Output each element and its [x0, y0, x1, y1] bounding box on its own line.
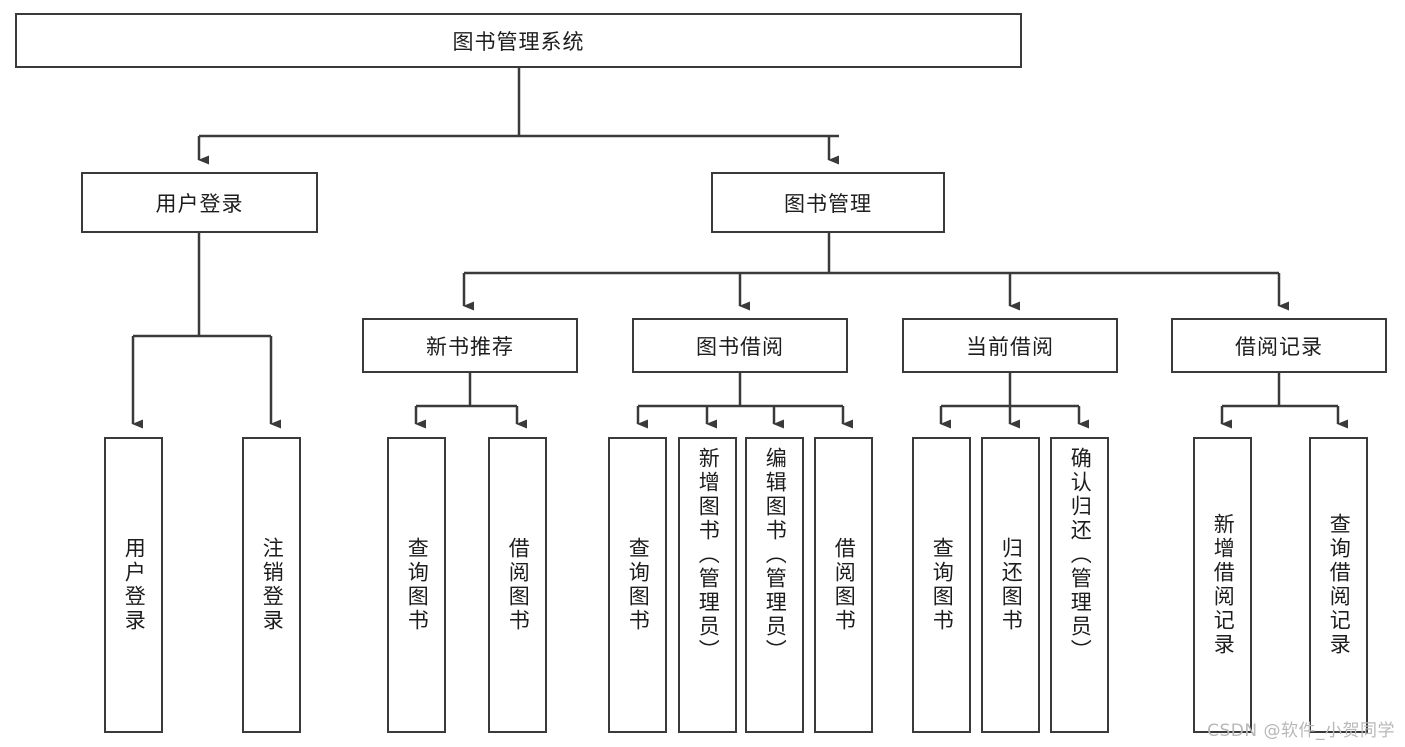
leaf-new-book-query[interactable]: 查询图书 — [387, 437, 446, 733]
leaf-book-borrow-edit[interactable]: 编辑图书（管理员） — [745, 437, 804, 733]
node-label: 确认归还（管理员） — [1068, 447, 1093, 663]
node-label: 注销登录 — [260, 537, 285, 633]
leaf-current-borrow-query[interactable]: 查询图书 — [912, 437, 971, 733]
node-book-management[interactable]: 图书管理 — [711, 172, 945, 233]
node-label: 当前借阅 — [966, 334, 1054, 359]
node-label: 借阅记录 — [1235, 334, 1323, 359]
node-label: 查询借阅记录 — [1327, 513, 1352, 657]
node-label: 新书推荐 — [426, 334, 514, 359]
leaf-book-borrow-add[interactable]: 新增图书（管理员） — [678, 437, 737, 733]
leaf-current-borrow-confirm-return[interactable]: 确认归还（管理员） — [1050, 437, 1109, 733]
leaf-current-borrow-return[interactable]: 归还图书 — [981, 437, 1040, 733]
leaf-borrow-record-query[interactable]: 查询借阅记录 — [1309, 437, 1368, 733]
leaf-user-login-login[interactable]: 用户登录 — [104, 437, 163, 733]
node-root-system[interactable]: 图书管理系统 — [15, 13, 1022, 68]
node-label: 查询图书 — [626, 537, 651, 633]
node-label: 新增图书（管理员） — [696, 447, 721, 663]
leaf-borrow-record-add[interactable]: 新增借阅记录 — [1193, 437, 1252, 733]
leaf-user-login-logout[interactable]: 注销登录 — [242, 437, 301, 733]
leaf-book-borrow-borrow[interactable]: 借阅图书 — [814, 437, 873, 733]
node-book-borrow[interactable]: 图书借阅 — [632, 318, 848, 373]
node-label: 编辑图书（管理员） — [763, 447, 788, 663]
node-borrow-record[interactable]: 借阅记录 — [1171, 318, 1387, 373]
node-label: 借阅图书 — [506, 537, 531, 633]
node-label: 图书管理 — [784, 191, 872, 216]
watermark-label: CSDN @软件_小贺同学 — [1207, 721, 1395, 741]
node-user-login[interactable]: 用户登录 — [81, 172, 318, 233]
leaf-book-borrow-query[interactable]: 查询图书 — [608, 437, 667, 733]
leaf-new-book-borrow[interactable]: 借阅图书 — [488, 437, 547, 733]
node-label: 查询图书 — [930, 537, 955, 633]
node-label: 图书管理系统 — [452, 29, 585, 54]
node-new-book-recommend[interactable]: 新书推荐 — [362, 318, 578, 373]
node-label: 用户登录 — [155, 191, 244, 216]
node-label: 查询图书 — [405, 537, 430, 633]
node-label: 归还图书 — [999, 537, 1024, 633]
node-label: 新增借阅记录 — [1211, 513, 1236, 657]
node-label: 图书借阅 — [696, 334, 784, 359]
node-label: 用户登录 — [122, 537, 147, 633]
node-label: 借阅图书 — [832, 537, 857, 633]
node-current-borrow[interactable]: 当前借阅 — [902, 318, 1118, 373]
